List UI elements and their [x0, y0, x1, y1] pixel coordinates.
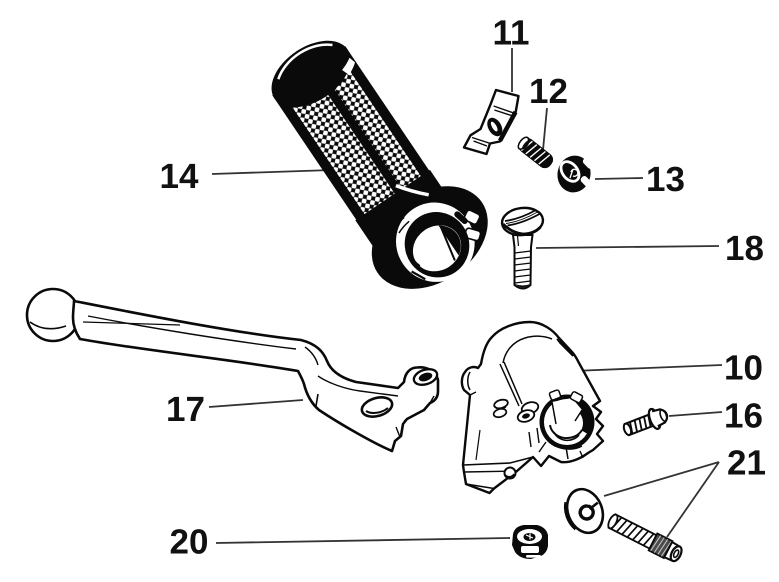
svg-text:17: 17: [166, 390, 205, 429]
svg-text:10: 10: [724, 349, 763, 388]
svg-text:16: 16: [724, 397, 763, 436]
svg-text:20: 20: [170, 523, 209, 562]
svg-text:13: 13: [646, 160, 685, 199]
svg-text:18: 18: [725, 229, 764, 268]
svg-text:12: 12: [529, 72, 568, 111]
svg-text:14: 14: [160, 157, 199, 196]
svg-text:11: 11: [493, 14, 530, 53]
svg-text:21: 21: [727, 444, 766, 483]
